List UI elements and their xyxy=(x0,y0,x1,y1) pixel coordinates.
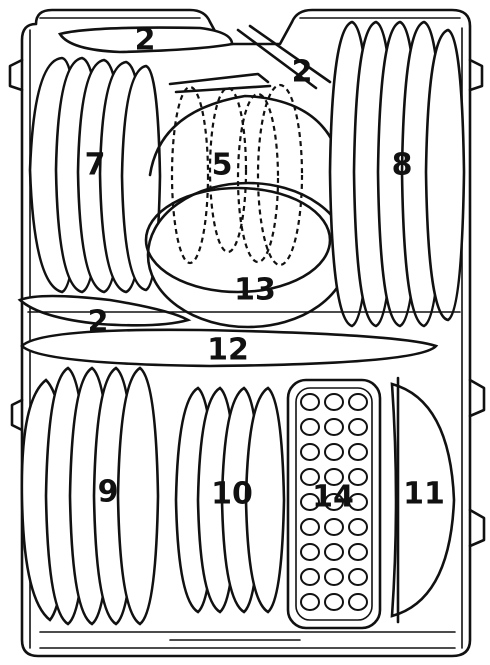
upper-left-plates xyxy=(28,56,162,294)
basket-hole xyxy=(324,393,344,411)
basket-hole xyxy=(300,543,320,561)
label-cutlery-basket: 14 xyxy=(312,480,354,515)
basket-hole xyxy=(300,493,320,511)
basket-hole xyxy=(300,393,320,411)
basket-hole xyxy=(324,468,344,486)
basket-hole xyxy=(348,568,368,586)
basket-hole xyxy=(324,518,344,536)
cup-shelf-diagonal xyxy=(236,24,332,90)
basket-hole xyxy=(300,518,320,536)
basket-hole xyxy=(348,443,368,461)
lower-right-bowl xyxy=(390,376,456,624)
basket-hole xyxy=(300,568,320,586)
basket-hole xyxy=(348,493,368,511)
cutlery-basket xyxy=(286,378,382,630)
label-cup-shelf-right: 2 xyxy=(292,55,313,90)
glasses xyxy=(168,72,304,267)
cup-shelf-lower-left xyxy=(17,294,192,327)
basket-hole xyxy=(300,418,320,436)
basket-hole xyxy=(348,543,368,561)
basket-hole xyxy=(324,568,344,586)
lower-left-plates xyxy=(20,366,160,626)
basket-hole xyxy=(324,418,344,436)
basket-hole xyxy=(300,443,320,461)
basket-hole xyxy=(300,593,320,611)
cutlery-basket-holes xyxy=(300,393,368,611)
basket-hole xyxy=(348,593,368,611)
basket-hole xyxy=(348,468,368,486)
label-upper-left-plates: 7 xyxy=(85,148,106,183)
label-bowl: 13 xyxy=(234,273,276,308)
label-lower-middle-plates: 10 xyxy=(211,477,253,512)
label-lower-left-plates: 9 xyxy=(98,475,119,510)
basket-hole xyxy=(324,593,344,611)
lower-middle-plates xyxy=(174,386,286,614)
label-cup-shelf-lower-left: 2 xyxy=(88,305,109,340)
upper-tray xyxy=(20,311,461,368)
basket-hole xyxy=(324,543,344,561)
basket-hole xyxy=(324,443,344,461)
cup-shelf-top xyxy=(57,26,234,54)
basket-hole xyxy=(300,468,320,486)
basket-hole xyxy=(348,393,368,411)
upper-right-plates xyxy=(328,20,466,328)
basket-hole xyxy=(348,518,368,536)
label-glasses: 5 xyxy=(212,148,233,183)
basket-hole xyxy=(348,418,368,436)
label-upper-right-plates: 8 xyxy=(392,148,413,183)
label-lower-right-bowl: 11 xyxy=(403,477,445,512)
basket-hole xyxy=(324,493,344,511)
label-upper-tray: 12 xyxy=(207,333,249,368)
label-cup-shelf-top: 2 xyxy=(135,23,156,58)
